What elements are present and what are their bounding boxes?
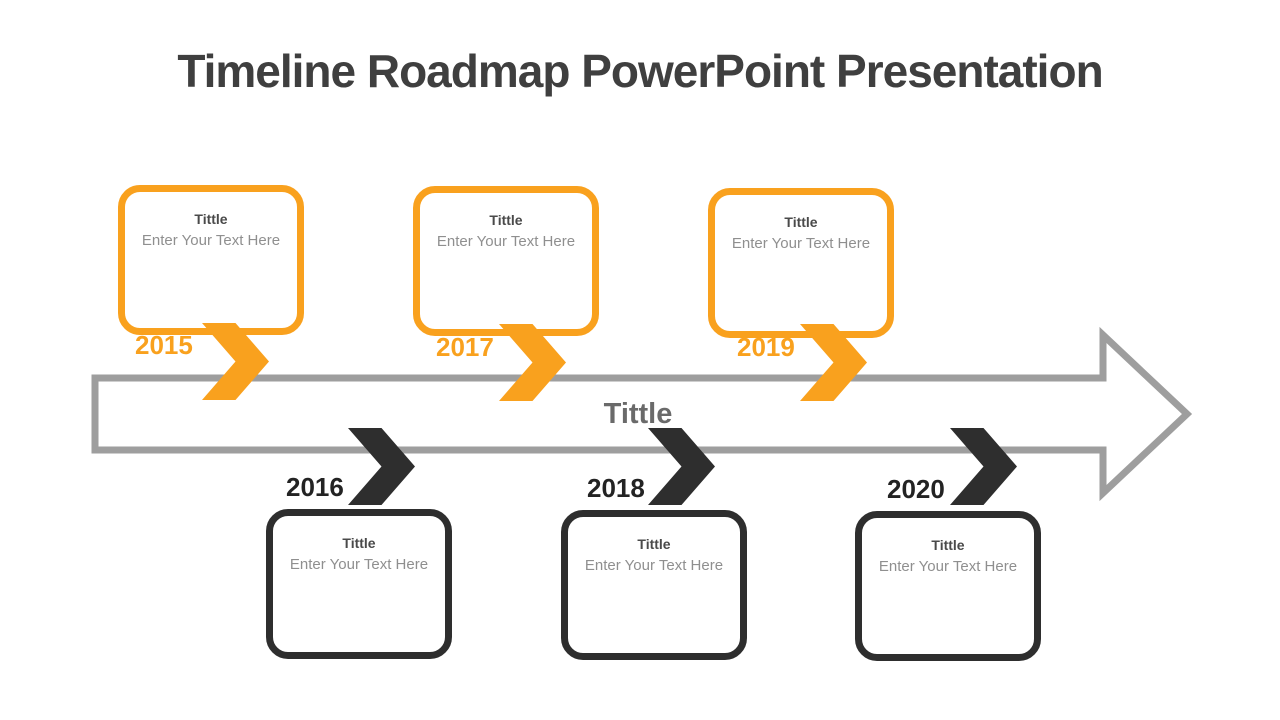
milestone-box-text: Enter Your Text Here (731, 234, 871, 252)
milestone-box-2016: Tittle Enter Your Text Here (266, 509, 452, 659)
milestone-box-text: Enter Your Text Here (289, 555, 429, 573)
page-title: Timeline Roadmap PowerPoint Presentation (177, 45, 1103, 97)
year-label-2016: 2016 (286, 472, 344, 502)
milestone-box-text: Enter Your Text Here (878, 557, 1018, 575)
milestone-box-2015: Tittle Enter Your Text Here (118, 185, 304, 335)
year-label-2017: 2017 (436, 332, 494, 362)
year-label-2019: 2019 (737, 332, 795, 362)
chevron-right-icon (950, 428, 1017, 505)
milestone-box-2018: Tittle Enter Your Text Here (561, 510, 747, 660)
year-label-2018: 2018 (587, 473, 645, 503)
milestone-box-text: Enter Your Text Here (584, 556, 724, 574)
chevron-right-icon (648, 428, 715, 505)
milestone-box-title: Tittle (342, 535, 376, 551)
milestone-box-2017: Tittle Enter Your Text Here (413, 186, 599, 336)
milestone-box-title: Tittle (194, 211, 228, 227)
milestone-box-title: Tittle (784, 214, 818, 230)
milestone-box-2020: Tittle Enter Your Text Here (855, 511, 1041, 661)
milestone-box-title: Tittle (489, 212, 523, 228)
milestone-box-title: Tittle (637, 536, 671, 552)
milestone-box-text: Enter Your Text Here (141, 231, 281, 249)
chevron-right-icon (348, 428, 415, 505)
milestone-box-2019: Tittle Enter Your Text Here (708, 188, 894, 338)
year-label-2015: 2015 (135, 330, 193, 360)
timeline-center-label: Tittle (603, 398, 673, 430)
milestone-box-title: Tittle (931, 537, 965, 553)
year-label-2020: 2020 (887, 474, 945, 504)
milestone-box-text: Enter Your Text Here (436, 232, 576, 250)
